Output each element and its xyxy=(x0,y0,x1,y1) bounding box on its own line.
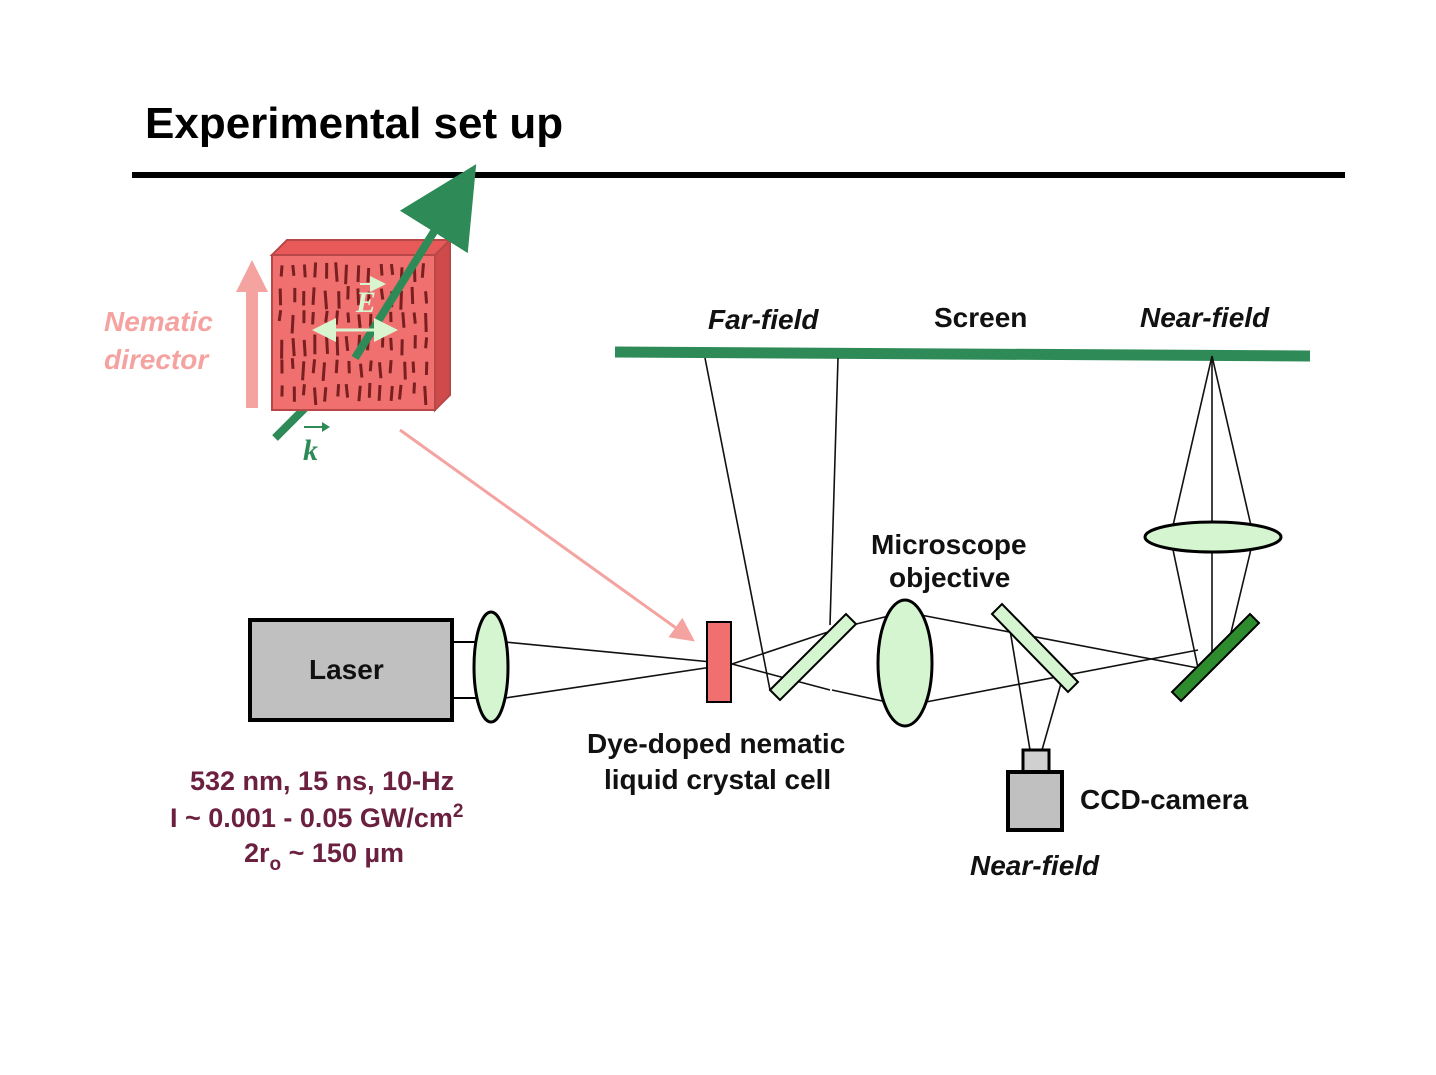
lc-molecule xyxy=(401,312,406,328)
lc-molecule xyxy=(356,265,361,283)
lc-molecule xyxy=(356,288,361,306)
screen xyxy=(614,346,1311,362)
focusing-lens xyxy=(472,610,510,724)
lc-molecule xyxy=(301,361,306,381)
cell-label-2: liquid crystal cell xyxy=(604,764,831,795)
lc-cell xyxy=(706,621,732,703)
lc-molecule xyxy=(324,310,329,323)
lc-molecule xyxy=(302,264,307,278)
ccd-camera xyxy=(1006,748,1064,832)
lc-molecule xyxy=(389,385,394,402)
lc-molecule xyxy=(344,383,350,398)
near-field-top-label: Near-field xyxy=(1140,302,1270,333)
lc-molecule xyxy=(290,358,295,369)
lc-molecule xyxy=(377,385,382,401)
laser-label: Laser xyxy=(309,654,384,685)
lc-molecule xyxy=(335,336,340,356)
lc-molecule xyxy=(346,312,351,323)
lc-molecule xyxy=(323,290,328,310)
lc-molecule xyxy=(378,362,383,379)
lc-molecule xyxy=(389,263,395,276)
lc-molecule xyxy=(344,336,350,352)
lc-molecule xyxy=(357,385,362,402)
page-title: Experimental set up xyxy=(145,99,563,148)
microscope-label-2: objective xyxy=(889,562,1010,593)
lc-molecule xyxy=(334,310,339,325)
lc-molecule xyxy=(399,290,403,310)
lc-molecule xyxy=(336,384,341,397)
lc-molecule xyxy=(412,382,416,394)
lc-molecule xyxy=(313,262,318,278)
lc-molecule xyxy=(410,286,415,305)
lc-molecule xyxy=(367,382,372,398)
lc-molecule xyxy=(344,264,348,285)
mirror xyxy=(1170,612,1261,703)
beam-splitter-2 xyxy=(990,602,1080,694)
laser-spec-line3: 2ro ~ 150 µm xyxy=(244,838,404,875)
lc-molecule xyxy=(423,385,428,406)
beam-splitter-1 xyxy=(768,612,858,702)
lc-molecule xyxy=(277,309,283,322)
liquid-crystal-cube xyxy=(269,164,477,441)
lc-molecule xyxy=(424,312,428,333)
lc-molecule xyxy=(291,338,296,357)
imaging-lens xyxy=(1143,520,1283,554)
lc-molecule xyxy=(334,359,339,374)
lc-molecule xyxy=(323,387,328,402)
lc-molecule xyxy=(279,265,284,277)
beam-paths xyxy=(504,355,1253,751)
lc-molecule xyxy=(412,312,417,324)
screen-label: Screen xyxy=(934,302,1027,333)
lc-molecule xyxy=(403,361,407,380)
lc-molecule xyxy=(367,291,371,302)
lc-molecule xyxy=(302,339,307,357)
lc-molecule xyxy=(420,263,425,278)
nematic-director-arrow xyxy=(236,260,268,408)
vector-k-overarrow-head xyxy=(322,422,330,432)
lc-molecule xyxy=(368,360,373,372)
vector-E-label: E xyxy=(355,286,376,319)
far-field-label: Far-field xyxy=(708,304,819,335)
microscope-objective xyxy=(876,598,934,728)
cell-label-1: Dye-doped nematic xyxy=(587,728,845,759)
lc-molecule xyxy=(311,287,316,305)
vector-k-label: k xyxy=(303,434,318,467)
lc-molecule xyxy=(301,384,306,396)
lc-molecule xyxy=(321,362,326,382)
laser-spec-line1: 532 nm, 15 ns, 10-Hz xyxy=(190,766,454,796)
lc-molecule xyxy=(291,264,296,276)
laser-spec-line2: I ~ 0.001 - 0.05 GW/cm2 xyxy=(170,801,463,833)
near-field-bottom-label: Near-field xyxy=(970,850,1100,881)
microscope-label-1: Microscope xyxy=(871,529,1027,560)
lc-molecule xyxy=(424,291,429,304)
nematic-director-label-1: Nematic xyxy=(104,306,213,337)
lc-molecule xyxy=(311,359,317,374)
lc-molecule xyxy=(389,337,393,351)
lc-molecule xyxy=(424,337,429,349)
lc-molecule xyxy=(411,361,416,373)
lc-molecule xyxy=(334,262,339,282)
lc-molecule xyxy=(388,359,393,374)
laser xyxy=(248,618,478,722)
lc-molecule xyxy=(313,387,318,406)
nematic-director-label-2: director xyxy=(104,344,210,375)
lc-molecule xyxy=(379,263,384,276)
lc-molecule xyxy=(398,384,403,400)
lc-molecule xyxy=(290,314,295,334)
lc-molecule xyxy=(359,363,364,378)
lc-molecule xyxy=(379,288,385,300)
ccd-camera-label: CCD-camera xyxy=(1080,784,1248,815)
lc-molecule xyxy=(325,336,329,354)
lc-molecule xyxy=(311,312,315,325)
inset-pointer-arrow xyxy=(399,428,695,642)
lc-molecule xyxy=(366,267,371,283)
lc-molecules xyxy=(277,262,429,406)
